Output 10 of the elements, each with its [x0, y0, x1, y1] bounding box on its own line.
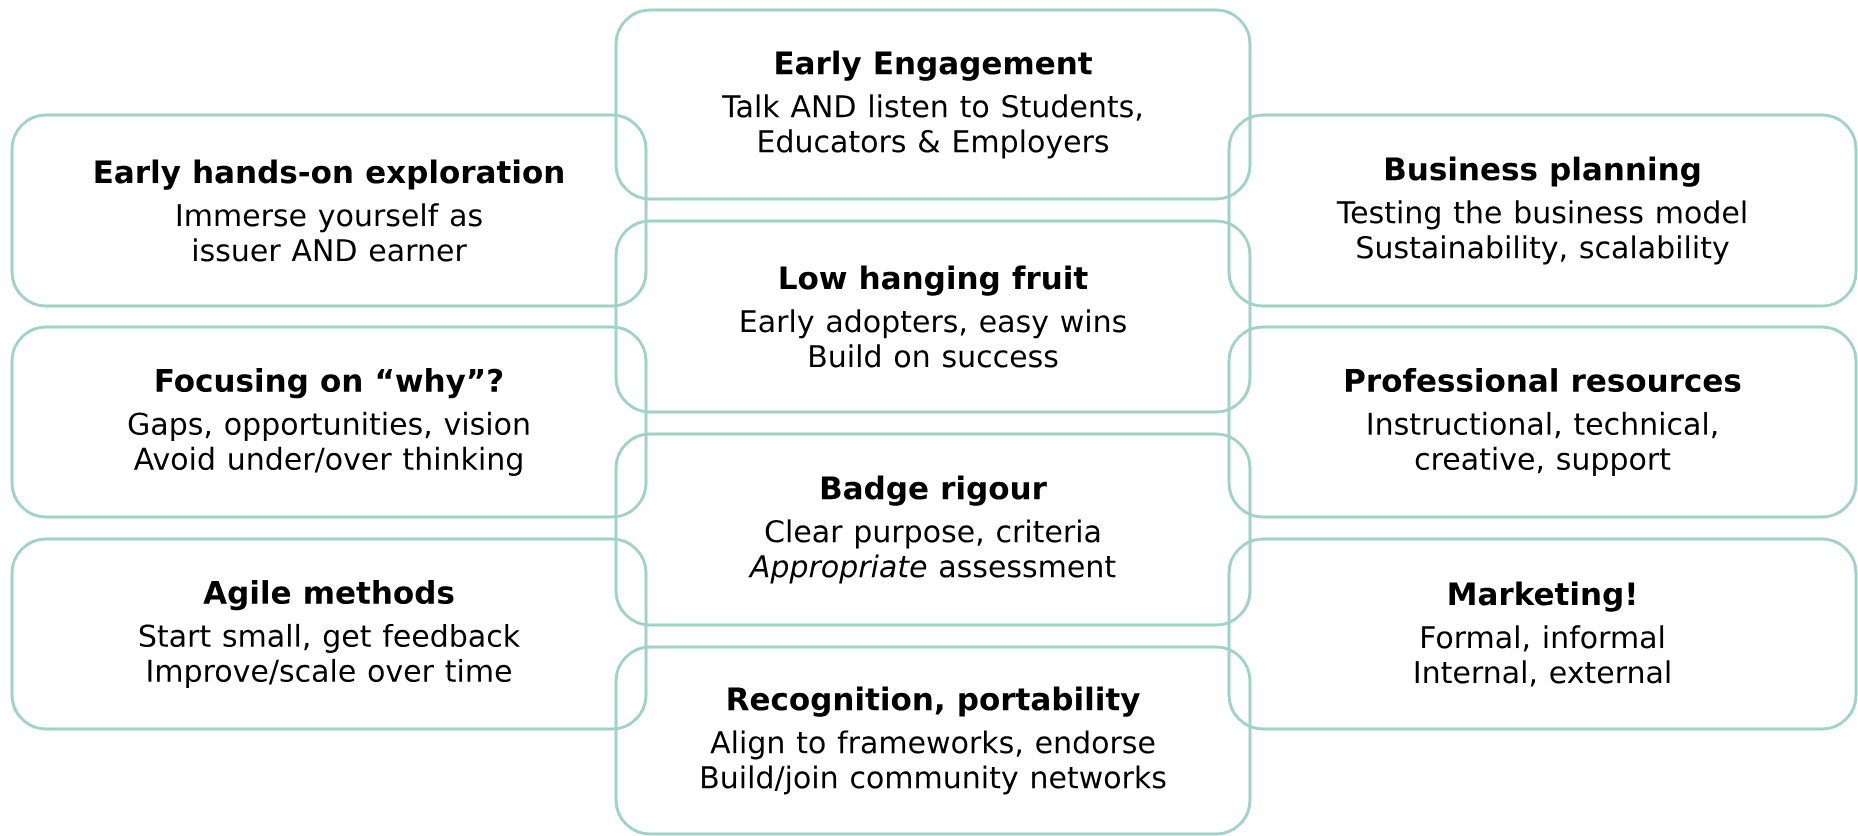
text-box: Agile methods Start small, get feedback Improve/scale over time — [10, 537, 648, 731]
text-box: Professional resources Instructional, technical, creative, support — [1227, 325, 1858, 519]
text-box: Recognition, portability Align to frameworks, endorse Build/join community networks — [614, 645, 1252, 836]
text-box: Early hands-on exploration Immerse yourself as issuer AND earner — [10, 113, 648, 308]
text-box: Early Engagement Talk AND listen to Students, Educators & Employers — [614, 8, 1252, 201]
text-box: Badge rigour Clear purpose, criteria Appropriate assessment — [614, 432, 1252, 627]
text-box: Focusing on “why”? Gaps, opportunities, vision Avoid under/over thinking — [10, 325, 648, 519]
text-box: Business planning Testing the business model Sustainability, scalability — [1227, 113, 1858, 308]
text-box: Marketing! Formal, informal Internal, external — [1227, 537, 1858, 731]
text-box: Low hanging fruit Early adopters, easy wins Build on success — [614, 219, 1252, 414]
